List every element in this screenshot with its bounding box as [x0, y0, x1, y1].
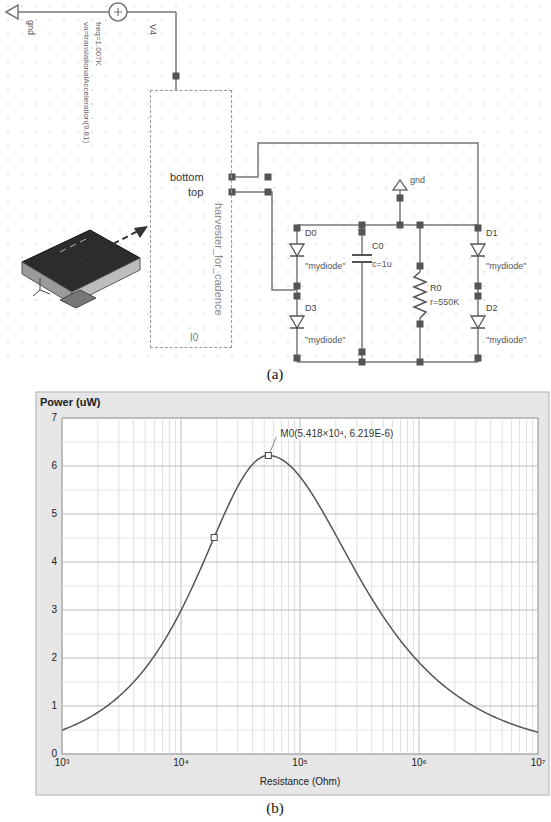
component-name: D0	[305, 229, 317, 239]
marker-readout: M0(5.418×10⁴, 6.219E-6)	[278, 428, 395, 439]
component-value: r=550K	[430, 298, 459, 308]
instance-name: I0	[190, 332, 198, 343]
component-name: D1	[486, 229, 498, 239]
tick-label: 4	[51, 556, 57, 567]
wires	[6, 5, 478, 362]
panel-label: (b)	[266, 800, 284, 817]
component-name: R0	[430, 284, 442, 294]
block-name: harvester_for_cadence	[213, 203, 225, 316]
tick-label: 10⁵	[292, 757, 307, 768]
tick-label: 2	[51, 652, 57, 663]
harvester-block: harvester_for_cadence	[150, 90, 232, 348]
instance-name: V4	[147, 24, 157, 35]
leader-line	[270, 437, 276, 451]
tick-label: 10³	[55, 757, 69, 768]
model-name: "mydiode"	[305, 336, 345, 346]
model-name: "mydiode"	[486, 336, 526, 346]
voltage-source	[109, 3, 127, 21]
net-label: gnd	[410, 176, 425, 186]
tick-label: 1	[51, 700, 57, 711]
model-name: "mydiode"	[486, 262, 526, 272]
diodes	[290, 244, 485, 328]
panel-label: (a)	[267, 366, 284, 383]
tick-label: 3	[51, 604, 57, 615]
harvester-illustration	[22, 226, 148, 308]
net-label: gnd	[25, 20, 35, 35]
tick-label: 10⁴	[173, 757, 188, 768]
ground-symbol	[393, 180, 407, 190]
component-value: c=1u	[372, 260, 392, 270]
model-name: "mydiode"	[305, 262, 345, 272]
source-parameter: va=translationalAcceleration(9.81)	[81, 22, 90, 143]
axis-title: Power (uW)	[40, 396, 101, 408]
power-chart	[36, 392, 549, 795]
axis-title: Resistance (Ohm)	[260, 776, 341, 787]
tick-label: 10⁷	[531, 757, 546, 768]
source-parameter: freq=1.007K	[93, 22, 102, 66]
tick-label: 7	[51, 412, 57, 423]
grid-dots	[7, 5, 541, 357]
resistor-symbol	[414, 272, 426, 318]
tick-label: 6	[51, 460, 57, 471]
tick-label: 5	[51, 508, 57, 519]
pin-name: top	[188, 186, 203, 198]
tick-label: 10⁶	[411, 757, 426, 768]
pin-squares	[173, 73, 482, 366]
pin-name: bottom	[170, 171, 204, 183]
ground-symbol	[6, 5, 18, 19]
component-name: D3	[305, 304, 317, 314]
component-name: D2	[486, 304, 498, 314]
component-name: C0	[372, 242, 384, 252]
